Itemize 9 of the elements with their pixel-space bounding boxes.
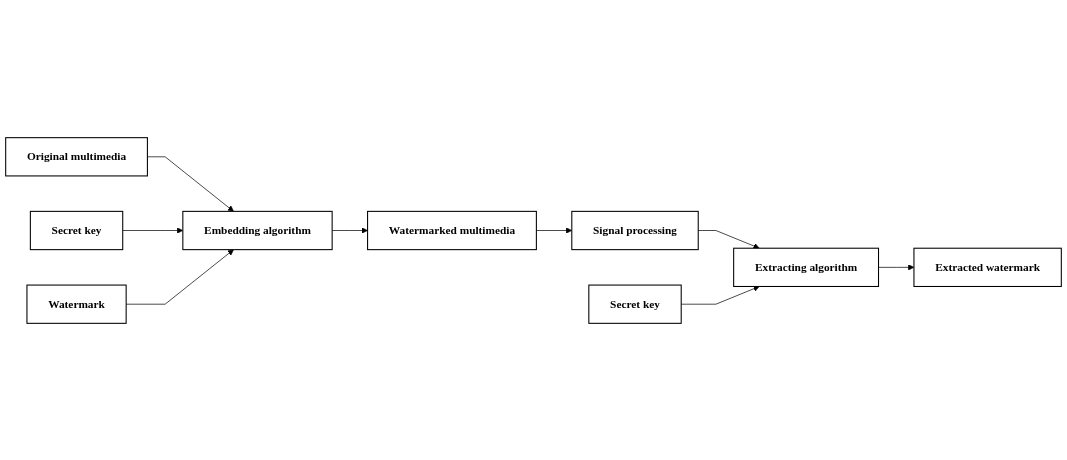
- node-box: Watermarked multimedia: [367, 210, 537, 250]
- node-box: Original multimedia: [5, 136, 148, 176]
- node-box: Secret key: [29, 210, 124, 250]
- node-box: Signal processing: [571, 210, 699, 250]
- node-box: Embedding algorithm: [182, 210, 333, 250]
- node-box: Extracted watermark: [913, 247, 1062, 287]
- node-box: Extracting algorithm: [733, 247, 880, 287]
- node-box: Secret key: [588, 284, 682, 324]
- node-box: Watermark: [26, 284, 127, 324]
